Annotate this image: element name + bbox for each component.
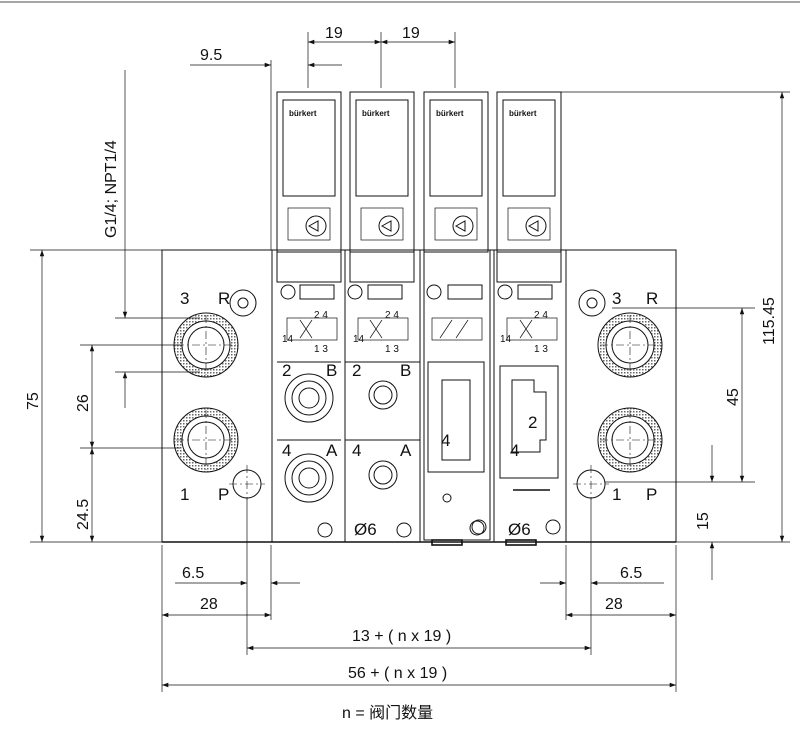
valve-2-symbol-bottom: 1 3	[385, 344, 399, 355]
right-supply-port-number: 1	[612, 485, 621, 504]
dim-offset-top: 9.5	[200, 47, 222, 64]
valve-1-port-b-number: 2	[282, 361, 291, 380]
valve-2-tube-size: Ø6	[354, 520, 377, 539]
dim-pitch-a: 19	[325, 25, 343, 42]
dim-base-24-5: 24.5	[75, 499, 92, 530]
dim-right-6-5: 6.5	[620, 565, 642, 582]
valve-2-symbol-top: 2 4	[385, 310, 399, 321]
valve-3-port-number: 4	[441, 431, 450, 450]
valve-1-brand-label: bürkert	[289, 109, 317, 118]
valve-3: bürkert 4	[423, 91, 491, 546]
valve-4-brand-label: bürkert	[509, 109, 537, 118]
dim-overall-width: 56 + ( n x 19 )	[348, 665, 447, 682]
mounting-hole-right-top	[578, 289, 606, 317]
valve-2-port-b-number: 2	[352, 361, 361, 380]
valve-3-brand-label: bürkert	[436, 109, 464, 118]
valve-2-port-a-letter: A	[400, 441, 412, 460]
dim-total-height: 115.45	[761, 297, 778, 345]
left-supply-port-letter: P	[218, 485, 229, 504]
dim-right-15: 15	[695, 512, 712, 530]
left-exhaust-port-letter: R	[218, 289, 230, 308]
manifold-base	[161, 249, 677, 543]
valve-4-tube-size: Ø6	[508, 520, 531, 539]
valve-1-symbol-bottom: 1 3	[314, 344, 328, 355]
dim-spacing-26: 26	[75, 394, 92, 412]
left-exhaust-port-number: 3	[180, 289, 189, 308]
right-supply-fitting	[597, 407, 663, 473]
dim-height-75: 75	[25, 392, 42, 410]
valve-4-symbol-bottom: 1 3	[534, 344, 548, 355]
valve-2-port-a-number: 4	[352, 441, 361, 460]
dim-pitch-b: 19	[402, 25, 420, 42]
valve-1-port-a-letter: A	[326, 441, 338, 460]
dim-left-28: 28	[200, 596, 218, 613]
right-exhaust-port-number: 3	[612, 289, 621, 308]
valve-2-symbol-14: 14	[353, 334, 365, 345]
valve-1-port-a-number: 4	[282, 441, 291, 460]
valve-2: bürkert 14 2 4 1 3 2 B 4 A Ø6	[345, 91, 420, 539]
dim-hole-pitch: 13 + ( n x 19 )	[352, 628, 451, 645]
legend-note: n = 阀门数量	[342, 704, 433, 722]
dim-left-6-5: 6.5	[182, 565, 204, 582]
right-supply-port-letter: P	[646, 485, 657, 504]
valve-4-symbol-top: 2 4	[534, 310, 548, 321]
left-exhaust-fitting	[173, 312, 239, 378]
valve-2-port-b-letter: B	[400, 361, 411, 380]
valve-4-symbol-14: 14	[500, 334, 512, 345]
mounting-hole-left-top	[229, 289, 257, 317]
valve-4-port-top: 2	[528, 413, 537, 432]
dim-right-28: 28	[605, 596, 623, 613]
left-end-plate	[161, 249, 273, 543]
dim-right-45: 45	[725, 388, 742, 406]
valve-1: bürkert 14 2 4 1 3 2 B 4 A	[276, 91, 342, 538]
dim-thread-spec: G1/4; NPT1/4	[103, 140, 120, 238]
valve-1-symbol-top: 2 4	[314, 310, 328, 321]
right-exhaust-fitting	[597, 312, 663, 378]
valve-4: bürkert 14 2 4 1 3 2 4 Ø6	[471, 91, 562, 546]
valve-4-port-bottom: 4	[510, 441, 519, 460]
left-supply-port-number: 1	[180, 485, 189, 504]
left-supply-fitting	[173, 407, 239, 473]
valve-1-port-b-letter: B	[326, 361, 337, 380]
valve-1-symbol-14: 14	[282, 334, 294, 345]
right-exhaust-port-letter: R	[646, 289, 658, 308]
valve-2-brand-label: bürkert	[362, 109, 390, 118]
